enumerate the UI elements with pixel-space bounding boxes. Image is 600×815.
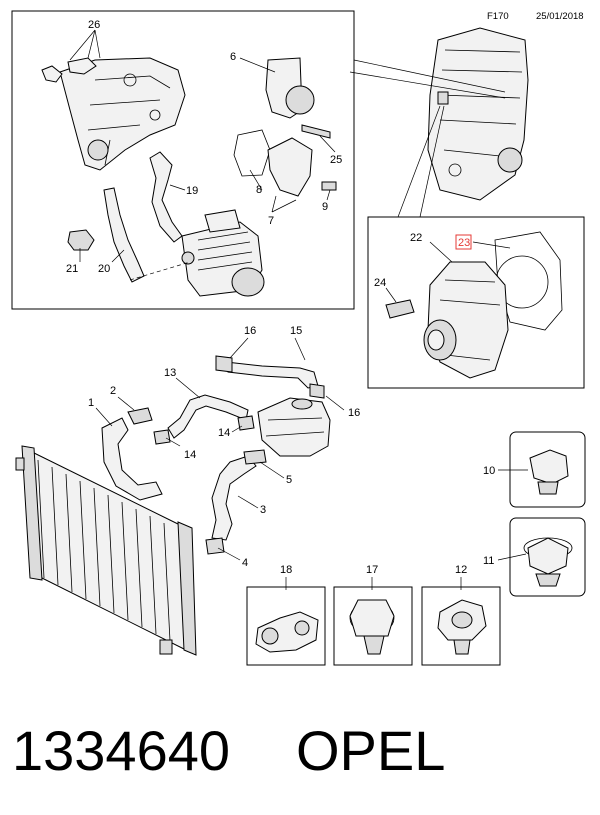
clip-4-drawing xyxy=(205,537,225,555)
part-number: 1334640 xyxy=(12,719,230,782)
callout-13: 13 xyxy=(164,367,176,379)
detail-frame-water-pump xyxy=(367,216,585,389)
callout-9: 9 xyxy=(322,201,328,213)
callout-8: 8 xyxy=(256,184,262,196)
callout-6: 6 xyxy=(230,51,236,63)
callout-16-upper: 16 xyxy=(244,325,256,337)
callout-15: 15 xyxy=(290,325,302,337)
clip-16-upper-drawing xyxy=(215,355,233,373)
callout-21: 21 xyxy=(66,263,78,275)
expansion-tank-drawing xyxy=(257,397,331,457)
clip-14-left-drawing xyxy=(153,429,171,445)
callout-20: 20 xyxy=(98,263,110,275)
diagram-code: F170 xyxy=(487,11,509,22)
callout-1: 1 xyxy=(88,397,94,409)
clip-5-drawing xyxy=(243,449,267,465)
engine-block-drawing xyxy=(427,27,529,201)
gasket-8-drawing xyxy=(233,129,271,177)
callout-14-right: 14 xyxy=(218,427,230,439)
callout-11: 11 xyxy=(483,555,494,567)
part-11-drawing xyxy=(523,537,573,587)
detail-box-11 xyxy=(509,517,586,597)
brand-name: OPEL xyxy=(296,719,445,782)
water-pump-drawing xyxy=(385,231,563,379)
callout-14-left: 14 xyxy=(184,449,196,461)
hose-3-drawing xyxy=(211,455,257,541)
radiator-drawing xyxy=(15,445,197,656)
part-18-drawing xyxy=(255,611,319,653)
bolt-9-drawing xyxy=(321,181,337,191)
detail-box-10 xyxy=(509,431,586,508)
callout-22: 22 xyxy=(410,232,422,244)
hose-1-drawing xyxy=(101,417,163,501)
callout-19: 19 xyxy=(186,185,198,197)
part-12-drawing xyxy=(437,599,487,655)
diagram-date: 25/01/2018 xyxy=(536,11,584,22)
detail-frame-thermostat xyxy=(11,10,355,310)
callout-23: 23 xyxy=(458,237,470,249)
callout-2: 2 xyxy=(110,385,116,397)
hose-15-drawing xyxy=(225,361,319,389)
callout-16-lower: 16 xyxy=(348,407,360,419)
callout-10: 10 xyxy=(483,465,495,477)
callout-7: 7 xyxy=(268,215,274,227)
callout-5: 5 xyxy=(286,474,292,486)
callout-3: 3 xyxy=(260,504,266,516)
callout-23-highlight xyxy=(455,234,472,250)
callout-26: 26 xyxy=(88,19,100,31)
callout-18: 18 xyxy=(280,564,292,576)
clip-14-right-drawing xyxy=(237,415,255,431)
callout-17: 17 xyxy=(366,564,378,576)
bolt-25-drawing xyxy=(301,124,331,139)
part-17-drawing xyxy=(349,599,395,655)
hose-13-drawing xyxy=(167,394,249,439)
callout-12: 12 xyxy=(455,564,467,576)
clip-2-drawing xyxy=(127,407,153,425)
part-10-drawing xyxy=(529,449,569,495)
bracket-6-port xyxy=(285,85,315,115)
oil-cooler-drawing xyxy=(181,209,265,297)
thermostat-housing-drawing xyxy=(41,57,186,171)
clip-16-lower-drawing xyxy=(309,383,325,399)
callout-25: 25 xyxy=(330,154,342,166)
clip-21-drawing xyxy=(67,229,95,251)
hose-19-drawing xyxy=(149,151,183,243)
callout-24: 24 xyxy=(374,277,386,289)
callout-4: 4 xyxy=(242,557,248,569)
flange-7-drawing xyxy=(267,137,313,197)
detail-box-17 xyxy=(333,586,413,666)
